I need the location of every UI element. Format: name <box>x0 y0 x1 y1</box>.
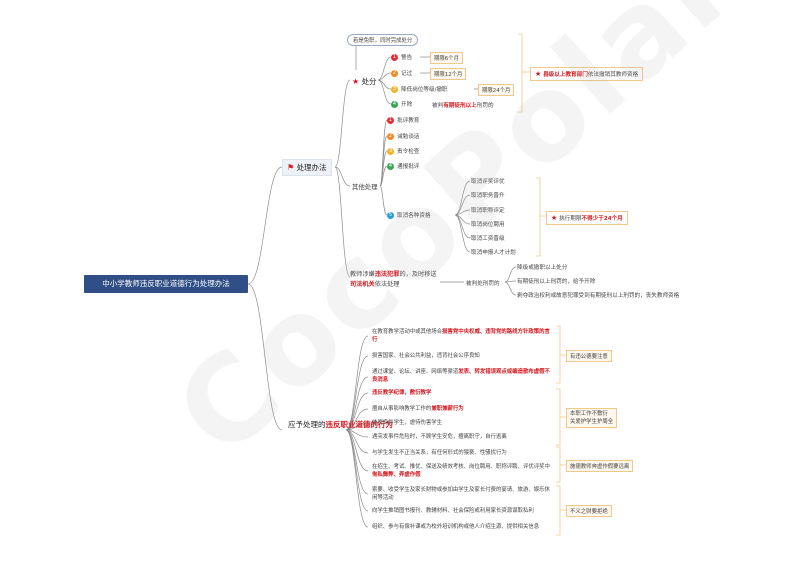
section-violations: 应予处理的违反职业道德的行为 <box>288 420 393 429</box>
sentence-outcome: 有期徒刑以上刑罚的，给予开除 <box>517 279 596 285</box>
number-badge: 2 <box>391 70 398 77</box>
violation-item: 违反教学纪律，敷衍教学 <box>372 390 432 396</box>
crime-transfer-node-line2: 司法机关依法处理 <box>350 281 400 288</box>
item-label: 降低岗位等级/撤职 <box>401 87 448 93</box>
revoke-subitem: 取消职称评定 <box>471 208 505 214</box>
summary-tag: 施德教师奔虚作假要远离 <box>566 460 634 472</box>
duration-tag: 期限12个月 <box>430 68 467 80</box>
revoke-subitem: 取消岗位聘用 <box>471 222 505 228</box>
punishment-label: 处分 <box>361 77 377 86</box>
item-label: 记过 <box>401 71 413 77</box>
revoke-subitem: 取消申报人才计划 <box>471 250 516 256</box>
number-badge: 1 <box>387 117 394 124</box>
section-handling-methods: ⚑ 处理办法 <box>282 159 332 176</box>
number-badge: 4 <box>387 163 394 170</box>
violation-item: 损害国家、社会公共利益，违背社会公序良知 <box>372 353 480 359</box>
violation-item: 与学生发生不正当关系，有任何形式的猥亵、性骚扰行为 <box>372 450 507 456</box>
violation-item: 在教育教学活动中或其他场合损害党中央权威、违背党的路线方针政策的言行 <box>372 329 550 343</box>
duration-tag: 期限24个月 <box>478 84 515 96</box>
violation-item: 索要、收受学生及家长财物或参加由学生及家长付费的宴请、旅游、娱乐休闲等活动 <box>372 487 550 501</box>
star-icon: ★ <box>352 77 360 86</box>
sentenced-node: 被判处刑罚的 <box>466 281 500 287</box>
section-title: 处理办法 <box>296 163 327 172</box>
revoke-subitem: 取消评奖评优 <box>471 179 505 185</box>
other-handling-node: 其他处理 <box>352 183 378 191</box>
violation-item: 通过课堂、论坛、讲座、网络等渠道发表、转发错误观点或编造散布虚假不良消息 <box>372 369 550 383</box>
dismissal-note-bubble: 若是免职，同时完成处分 <box>347 34 419 46</box>
number-badge: 4 <box>391 101 398 108</box>
item-label: 警告 <box>401 55 413 61</box>
star-icon: ★ <box>535 70 542 78</box>
violation-item: 在招生、考试、推优、保送及绩效考核、岗位聘用、职称评聘、评优评奖中徇私舞弊、弄虚… <box>372 464 550 478</box>
violation-item: 歧视侮辱学生，虐待伤害学生 <box>372 420 443 426</box>
execution-period-note: ★ 执行期限不得少于24个月 <box>546 211 628 225</box>
root-topic: 中小学教师违反职业道德行为处理办法 <box>84 275 248 293</box>
sentence-outcome: 降级或撤职以上处分 <box>517 265 568 271</box>
summary-tag: 本职工作不敷衍 关爱护学生护周全 <box>566 408 618 428</box>
revoke-subitem: 取消工资晋级 <box>471 236 505 242</box>
expulsion-condition: 被判有期徒刑以上刑罚的 <box>432 103 494 109</box>
punishment-node: ★ 处分 <box>348 74 381 89</box>
violation-item: 组织、参与有偿补课或为校外培训机构或他人介绍生源、提供相关信息 <box>372 524 540 530</box>
item-label: 开除 <box>401 102 413 108</box>
number-badge: 3 <box>387 148 394 155</box>
star-icon: ★ <box>551 214 558 222</box>
number-badge: 1 <box>391 54 398 61</box>
number-badge: 2 <box>387 133 394 140</box>
number-badge: 5 <box>387 212 394 219</box>
flag-icon: ⚑ <box>287 163 295 172</box>
violation-item: 向学生推销图书报刊、教辅材料、社会保险或利用家长资源谋取私利 <box>372 508 534 514</box>
violation-item: 遇突发事件危险时，不顾学生安危，擅离职守，自行逃离 <box>372 434 507 440</box>
number-badge: 3 <box>391 86 398 93</box>
sentence-outcome: 剥夺政治权利或故意犯罪受到有期徒刑以上刑罚的，丧失教师资格 <box>517 293 680 299</box>
revoke-subitem: 取消职务晋升 <box>471 193 505 199</box>
summary-tag: 不义之财要拒绝 <box>566 505 612 517</box>
summary-tag: 有违公德要注意 <box>566 350 612 362</box>
duration-tag: 期限6个月 <box>430 52 463 64</box>
revoke-qualification-note: ★ 县级以上教育部门依法撤销其教师资格 <box>530 67 644 81</box>
violation-item: 擅自从事影响教学工作的兼职兼薪行为 <box>372 406 464 412</box>
crime-transfer-node: 教师涉嫌违法犯罪的，及时移送 <box>350 271 437 278</box>
